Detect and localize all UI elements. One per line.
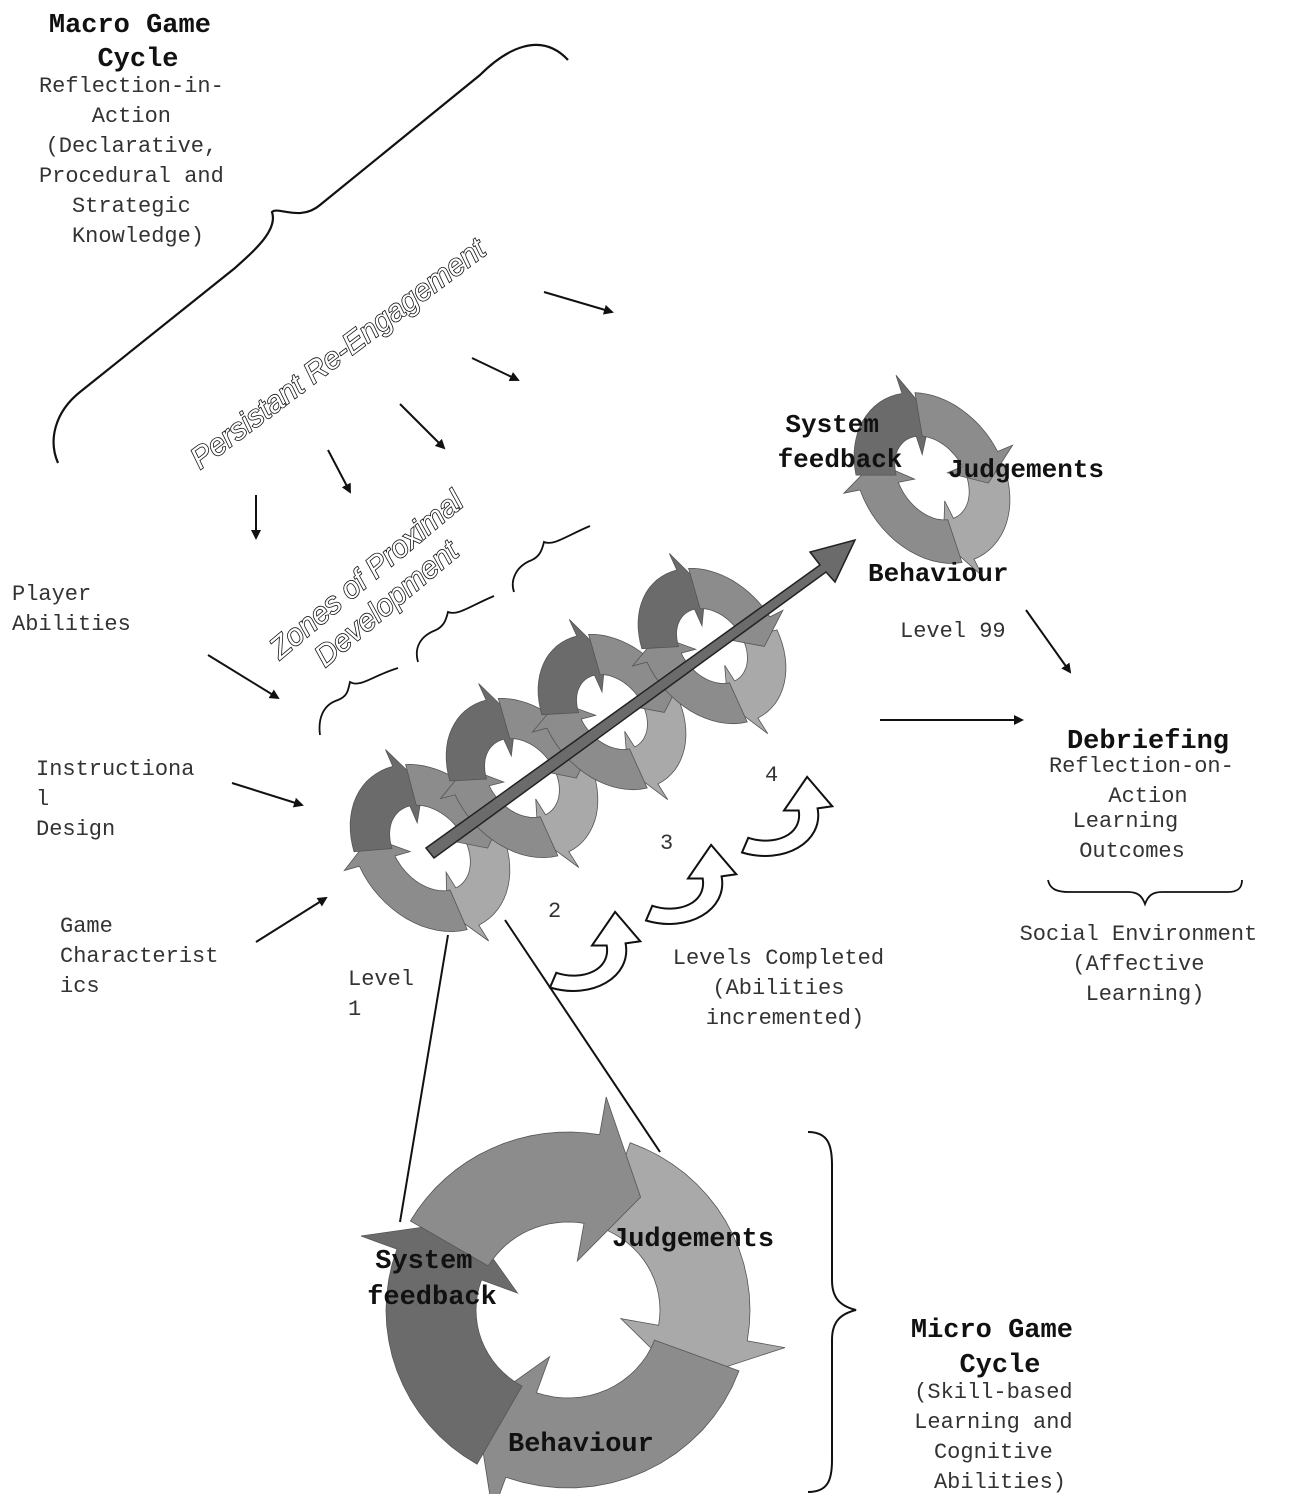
level-4-number: 4 [765,763,778,788]
curl-arrow-to-level-3 [644,843,739,925]
reengagement-arrows [251,291,614,540]
micro-cycle-title: Micro Game Cycle [911,1316,1089,1381]
level-1-label: Level 1 [348,967,427,1022]
micro-system-feedback-label: System feedback [367,1247,497,1313]
macro-curly-brace [52,43,569,464]
reflection-on-action-label: Reflection-on- Action [1049,754,1247,809]
top-behaviour-label: Behaviour [868,559,1008,589]
levels-completed-label: Levels Completed (Abilities incremented) [673,946,897,1031]
micro-cycle-subtitle: (Skill-based Learning and Cognitive Abil… [914,1380,1086,1494]
level99-to-debriefing-arrow [1025,609,1072,674]
instructional-design-label: Instructiona l Design [36,757,208,842]
persistent-reengagement-label: Persistant Re-Engagement [184,231,493,475]
micro-behaviour-label: Behaviour [508,1430,654,1460]
level-99-cycle-ring [842,374,1014,577]
zoom-lines [399,919,661,1223]
debriefing-title: Debriefing [1067,727,1229,757]
curl-arrow-to-level-2 [548,910,643,992]
level-4-ring-arrow-segment [637,553,706,650]
micro-ring-arrow-segment [409,1096,642,1267]
progression-arrow [424,538,857,860]
level-4-ring-arrow-segment [688,568,784,647]
level-curl-arrows [548,775,835,992]
curl-arrow-to-level-4 [740,775,835,857]
player-abilities-label: Player Abilities [12,582,131,637]
micro-cycle-brace [807,1131,857,1493]
top-system-feedback-label: System feedback [778,410,903,475]
micro-cycle-ring [360,1096,786,1494]
learning-outcomes-label: Learning Outcomes [1073,809,1192,864]
macro-cycle-block: Macro Game Cycle Reflection-in- Action (… [39,11,237,249]
zone-braces [318,525,591,736]
level-99-ring-arrow-segment [914,392,1014,484]
macro-cycle-title: Macro Game Cycle [49,11,227,75]
macro-cycle-subtitle: Reflection-in- Action (Declarative, Proc… [39,74,237,249]
level-99-label: Level 99 [900,619,1006,644]
input-labels: Player Abilities Instructiona l Design G… [12,582,232,999]
level-2-number: 2 [548,899,561,924]
social-environment-label: Social Environment (Affective Learning) [1020,922,1271,1007]
game-characteristics-label: Game Characterist ics [60,914,232,999]
level-3-ring-arrow-segment [537,619,606,716]
input-arrows [207,654,328,943]
top-judgements-label: Judgements [948,455,1104,485]
level-3-number: 3 [660,831,673,856]
debriefing-brace [1047,879,1243,907]
micro-judgements-label: Judgements [612,1225,774,1255]
micro-ring-arrow-segment [475,1339,740,1494]
